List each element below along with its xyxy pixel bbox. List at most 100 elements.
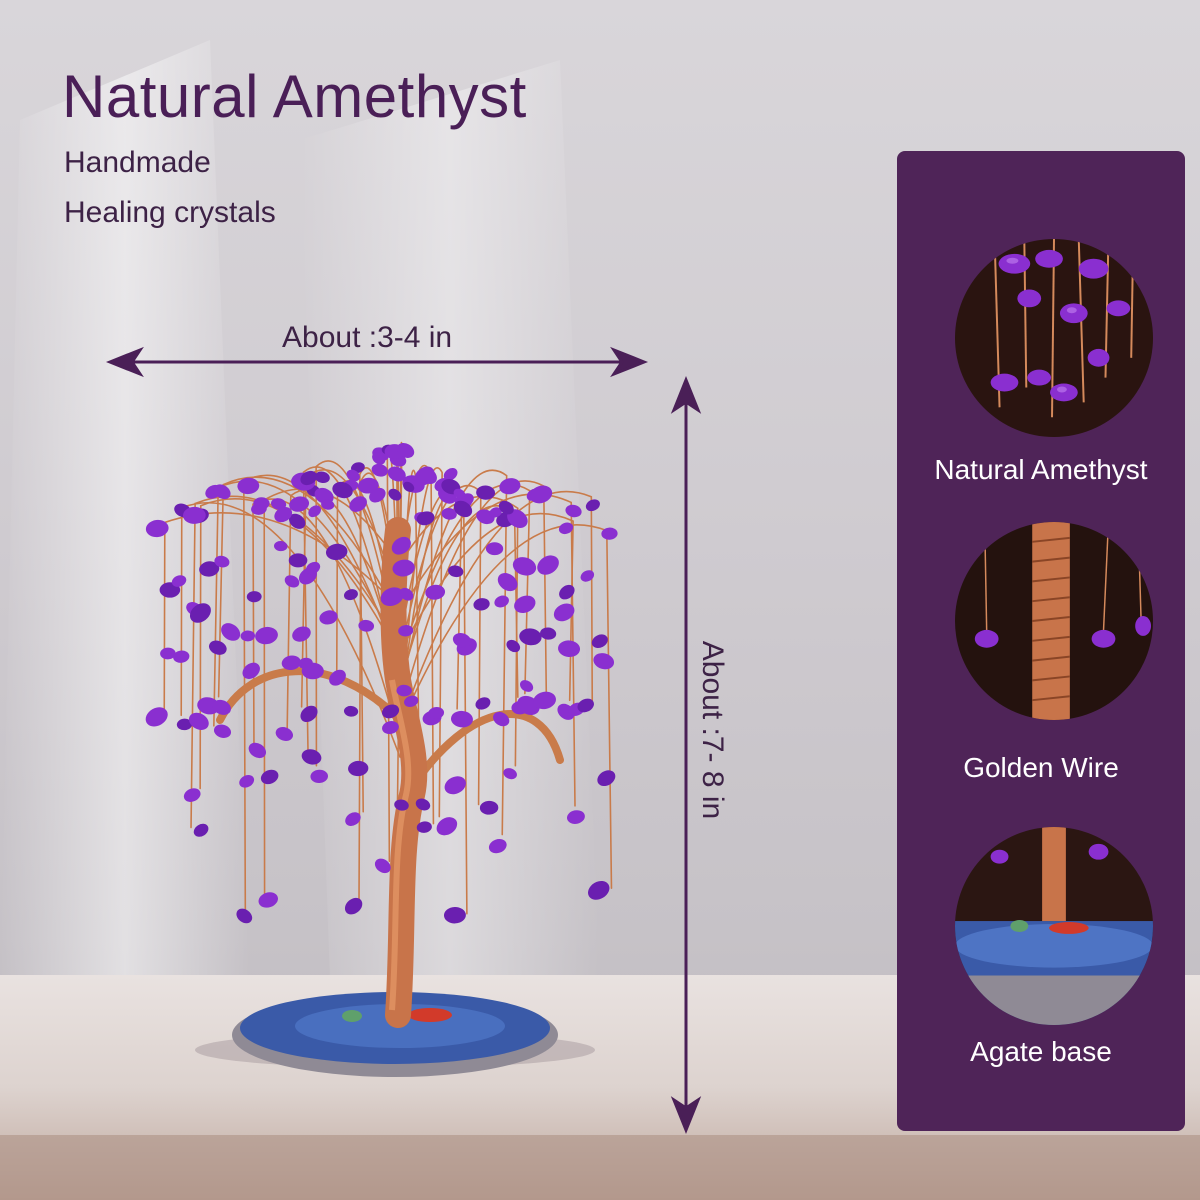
amethyst-chip xyxy=(506,639,521,653)
amethyst-chip xyxy=(448,565,464,578)
amethyst-chip xyxy=(209,640,227,655)
amethyst-chip xyxy=(255,626,278,645)
main-branch xyxy=(216,667,404,724)
amethyst-chip xyxy=(391,536,411,555)
amethyst-chip xyxy=(558,522,574,535)
amethyst-chip xyxy=(597,770,616,787)
subtitle-healing: Healing crystals xyxy=(64,196,276,229)
amethyst-chip xyxy=(319,610,338,625)
wire-branch xyxy=(399,493,576,807)
wire-trunk xyxy=(380,517,428,1028)
amethyst-chip xyxy=(444,776,466,795)
amethyst-chip xyxy=(300,470,318,486)
amethyst-chip xyxy=(305,561,321,575)
amethyst-chip xyxy=(566,810,585,824)
amethyst-chip xyxy=(380,587,404,607)
amethyst-chip xyxy=(553,603,575,622)
amethyst-chip xyxy=(160,647,176,660)
amethyst-chip xyxy=(388,488,402,501)
amethyst-chip xyxy=(498,500,514,515)
amethyst-chip xyxy=(416,511,435,526)
wire-trunk-icon xyxy=(955,522,1153,720)
amethyst-chip xyxy=(212,699,231,715)
amethyst-chip xyxy=(387,466,406,482)
amethyst-chip xyxy=(145,707,168,727)
amethyst-chip xyxy=(240,630,256,642)
amethyst-chip xyxy=(348,760,369,777)
amethyst-chip xyxy=(404,695,419,707)
amethyst-chip xyxy=(601,527,618,540)
amethyst-chip xyxy=(507,509,528,528)
amethyst-chip xyxy=(371,463,388,477)
amethyst-chip xyxy=(416,821,432,833)
amethyst-chip xyxy=(374,858,391,874)
amethyst-chip xyxy=(591,634,608,649)
amethyst-chip xyxy=(585,499,600,512)
amethyst-chip xyxy=(236,908,253,924)
amethyst-chip xyxy=(183,788,201,802)
table-edge xyxy=(0,1135,1200,1200)
amethyst-chip xyxy=(271,498,287,510)
page-title: Natural Amethyst xyxy=(62,63,527,130)
amethyst-chip xyxy=(372,452,386,465)
window-light-1 xyxy=(0,40,250,1000)
amethyst-chip xyxy=(246,591,262,603)
amethyst-chip xyxy=(310,769,329,783)
amethyst-chip xyxy=(450,710,473,728)
amethyst-chip xyxy=(453,488,466,499)
amethyst-chip xyxy=(258,892,278,908)
wire-branch xyxy=(243,474,401,915)
amethyst-chip xyxy=(475,697,491,710)
feature-label-amethyst: Natural Amethyst xyxy=(934,454,1148,485)
amethyst-chip xyxy=(493,711,510,727)
amethyst-chip xyxy=(499,478,521,495)
amethyst-chip xyxy=(533,691,556,710)
amethyst-chip xyxy=(520,680,534,692)
amethyst-chip xyxy=(221,623,241,641)
amethyst-chip xyxy=(321,499,335,510)
height-arrow xyxy=(670,375,702,1135)
amethyst-chip xyxy=(558,640,581,657)
amethyst-chip xyxy=(301,749,322,765)
amethyst-chip xyxy=(173,650,190,663)
amethyst-chip xyxy=(343,589,358,601)
amethyst-chip xyxy=(213,484,231,500)
amethyst-chip xyxy=(396,442,415,458)
amethyst-chip xyxy=(419,467,437,485)
amethyst-chip xyxy=(514,595,536,613)
amethyst-chip xyxy=(289,496,310,512)
amethyst-chip xyxy=(453,500,473,518)
amethyst-chip xyxy=(214,555,230,568)
wire-branch xyxy=(399,490,594,727)
wire-branch xyxy=(399,512,574,702)
amethyst-chip xyxy=(425,584,446,600)
amethyst-chip xyxy=(325,543,348,561)
amethyst-chip xyxy=(403,481,415,492)
amethyst-chip xyxy=(392,559,415,577)
amethyst-chip xyxy=(242,662,260,679)
amethyst-closeup-icon xyxy=(955,239,1153,437)
amethyst-chip xyxy=(301,662,324,680)
amethyst-chip xyxy=(580,570,595,582)
amethyst-chip xyxy=(274,507,293,523)
amethyst-chip xyxy=(300,705,318,723)
window-light-2 xyxy=(300,60,600,980)
wire-branch xyxy=(399,484,482,806)
amethyst-chip xyxy=(332,481,353,499)
amethyst-chip xyxy=(199,561,220,577)
amethyst-chip xyxy=(443,907,466,924)
amethyst-chip xyxy=(577,698,594,713)
amethyst-chip xyxy=(292,626,311,642)
wire-branch xyxy=(399,524,613,889)
amethyst-chip xyxy=(399,587,414,601)
amethyst-chip xyxy=(394,799,409,811)
amethyst-chip xyxy=(382,721,399,735)
amethyst-chip xyxy=(346,469,360,482)
feature-label-agate: Agate base xyxy=(970,1036,1112,1067)
amethyst-chip xyxy=(512,557,537,576)
amethyst-chip xyxy=(396,684,412,697)
amethyst-chip xyxy=(314,471,330,484)
amethyst-chip xyxy=(485,542,504,556)
